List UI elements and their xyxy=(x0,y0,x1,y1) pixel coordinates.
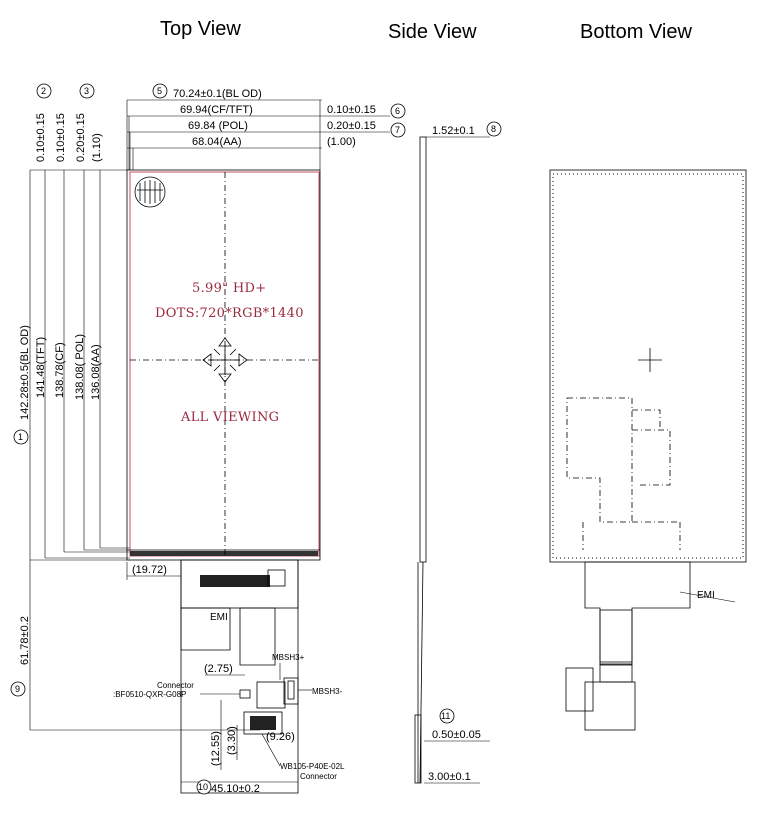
panel-size-text: 5.99" HD+ xyxy=(192,281,266,296)
svg-text:9: 9 xyxy=(15,684,20,694)
callout-6: 6 xyxy=(390,103,406,119)
bottom-backlight-outline xyxy=(549,169,747,563)
side-panel-body xyxy=(419,136,427,563)
side-view: 1.52±0.1 8 0.50±0.05 11 3.00±0.1 xyxy=(414,121,502,784)
dim-cf-tft-width: 69.94(CF/TFT) xyxy=(180,104,253,116)
panel-viewing-text: ALL VIEWING xyxy=(180,410,279,425)
dim-aa-height: 136.08(AA) xyxy=(90,344,102,400)
svg-text:3: 3 xyxy=(84,86,89,96)
dim-aa-width: 68.04(AA) xyxy=(192,136,242,148)
dim-thickness: 1.52±0.1 xyxy=(432,125,475,137)
dim-fpc-width: 45.10±0.2 xyxy=(211,783,260,795)
svg-text:11: 11 xyxy=(441,711,450,721)
dim-pol-width: 69.84 (POL) xyxy=(188,120,248,132)
callout-5: 5 xyxy=(152,83,168,99)
dim-tft-height: 141.48(TFT) xyxy=(35,337,47,398)
dim-right-020: 0.20±0.15 xyxy=(327,120,376,132)
dim-275: (2.75) xyxy=(204,663,233,675)
callout-2: 2 xyxy=(36,83,52,99)
dim-top-t2: 0.10±0.15 xyxy=(55,113,67,162)
dim-fpc-offset: (19.72) xyxy=(132,564,167,576)
callout-1: 1 xyxy=(13,429,29,445)
top-view-title: Top View xyxy=(160,18,241,40)
center-arrow-mark-icon xyxy=(202,337,248,383)
emi-label: EMI xyxy=(210,612,228,623)
active-area-outline xyxy=(129,171,320,557)
svg-text:10: 10 xyxy=(198,782,208,792)
mbsh3-plus-label: MBSH3+ xyxy=(272,653,305,662)
fpc-outline xyxy=(180,559,299,794)
callout-7: 7 xyxy=(390,122,406,138)
dim-top-t3: 0.20±0.15 xyxy=(75,113,87,162)
svg-text:2: 2 xyxy=(41,86,46,96)
dim-top-t4: (1.10) xyxy=(91,133,103,162)
dim-cf-height: 138.78(CF) xyxy=(54,342,66,398)
top-view: 70.24±0.1(BL OD) 69.94(CF/TFT) 69.84 (PO… xyxy=(10,83,406,795)
dim-top-t1: 0.10±0.15 xyxy=(35,113,47,162)
polarizer-mark-icon xyxy=(134,176,166,208)
callout-10: 10 xyxy=(196,779,212,795)
dim-926: (9.26) xyxy=(266,731,295,743)
dim-330: (3.30) xyxy=(226,726,238,755)
svg-text:6: 6 xyxy=(395,106,400,116)
svg-text:1: 1 xyxy=(18,432,23,442)
dim-bl-od-width: 70.24±0.1(BL OD) xyxy=(173,88,262,100)
connector2-title: Connector xyxy=(300,772,337,781)
dim-fpc-thickness: 0.50±0.05 xyxy=(432,729,481,741)
bottom-emi-label: EMI xyxy=(697,590,715,601)
bottom-view-title: Bottom View xyxy=(580,21,692,43)
callout-3: 3 xyxy=(79,83,95,99)
dim-bl-od-height: 142.28±0.5(BL OD) xyxy=(19,325,31,420)
side-view-title: Side View xyxy=(388,21,477,43)
dim-stiffener-thickness: 3.00±0.1 xyxy=(428,771,471,783)
dim-right-010: 0.10±0.15 xyxy=(327,104,376,116)
connector1-title: Connector xyxy=(157,681,194,690)
bottom-fpc xyxy=(584,561,691,663)
connector1-part: :BF0510-QXR-G08P xyxy=(113,690,186,699)
callout-8: 8 xyxy=(486,121,502,137)
mbsh3-minus-label: MBSH3- xyxy=(312,687,343,696)
svg-text:7: 7 xyxy=(395,125,400,135)
backlight-outline xyxy=(126,169,321,561)
side-stiffener xyxy=(414,714,422,784)
svg-text:8: 8 xyxy=(491,124,496,134)
bottom-view: EMI xyxy=(549,169,747,731)
svg-text:5: 5 xyxy=(157,86,162,96)
dim-1255: (12.55) xyxy=(210,731,222,766)
dim-pol-height: 138.08( POL) xyxy=(74,334,86,400)
dim-fpc-length: 61.78±0.2 xyxy=(19,616,31,665)
panel-resolution-text: DOTS:720*RGB*1440 xyxy=(155,306,304,321)
dim-right-100: (1.00) xyxy=(327,136,356,148)
callout-11: 11 xyxy=(439,708,455,724)
connector2-part: WB105-P40E-02L xyxy=(280,762,345,771)
callout-9: 9 xyxy=(10,681,26,697)
panel-bottom-edge xyxy=(130,551,318,556)
